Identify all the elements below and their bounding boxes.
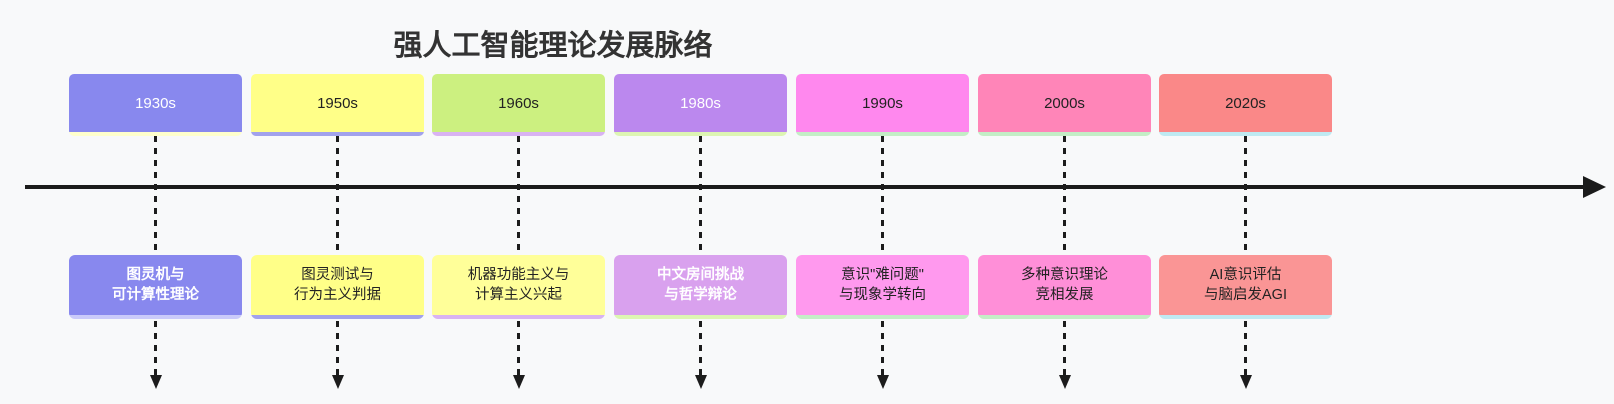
event-box: 多种意识理论 竞相发展: [978, 255, 1151, 319]
event-label: 图灵测试与 行为主义判据: [251, 255, 424, 315]
dashed-connector: [154, 136, 157, 255]
dashed-connector: [154, 321, 157, 376]
timeline-column-2000s: 2000s 多种意识理论 竞相发展: [978, 0, 1151, 404]
period-label: 1930s: [69, 74, 242, 132]
event-box-shadow: [1159, 315, 1332, 319]
period-box: 2020s: [1159, 74, 1332, 136]
period-label: 1950s: [251, 74, 424, 132]
period-box: 1930s: [69, 74, 242, 136]
event-box-shadow: [69, 315, 242, 319]
period-box-shadow: [614, 132, 787, 136]
period-box: 2000s: [978, 74, 1151, 136]
dashed-connector: [1063, 321, 1066, 376]
timeline-column-1980s: 1980s 中文房间挑战 与哲学辩论: [614, 0, 787, 404]
event-box: 中文房间挑战 与哲学辩论: [614, 255, 787, 319]
period-box: 1990s: [796, 74, 969, 136]
down-arrow-icon: [1239, 375, 1252, 389]
timeline-column-1960s: 1960s 机器功能主义与 计算主义兴起: [432, 0, 605, 404]
event-box-shadow: [614, 315, 787, 319]
dashed-connector: [881, 136, 884, 255]
period-box-shadow: [978, 132, 1151, 136]
event-label: 中文房间挑战 与哲学辩论: [614, 255, 787, 315]
dashed-connector: [881, 321, 884, 376]
period-label: 1980s: [614, 74, 787, 132]
timeline-column-2020s: 2020s AI意识评估 与脑启发AGI: [1159, 0, 1332, 404]
period-label: 2000s: [978, 74, 1151, 132]
event-label: 多种意识理论 竞相发展: [978, 255, 1151, 315]
period-box: 1980s: [614, 74, 787, 136]
timeline-axis-arrowhead: [1583, 176, 1606, 198]
dashed-connector: [336, 321, 339, 376]
event-label: 意识"难问题" 与现象学转向: [796, 255, 969, 315]
event-box: 机器功能主义与 计算主义兴起: [432, 255, 605, 319]
dashed-connector: [517, 321, 520, 376]
period-box-shadow: [796, 132, 969, 136]
event-label: 图灵机与 可计算性理论: [69, 255, 242, 315]
period-box-shadow: [432, 132, 605, 136]
dashed-connector: [517, 136, 520, 255]
period-box-shadow: [251, 132, 424, 136]
down-arrow-icon: [331, 375, 344, 389]
down-arrow-icon: [512, 375, 525, 389]
event-box: AI意识评估 与脑启发AGI: [1159, 255, 1332, 319]
event-box-shadow: [978, 315, 1151, 319]
dashed-connector: [699, 136, 702, 255]
timeline-column-1950s: 1950s 图灵测试与 行为主义判据: [251, 0, 424, 404]
period-label: 1990s: [796, 74, 969, 132]
dashed-connector: [1244, 136, 1247, 255]
dashed-connector: [699, 321, 702, 376]
dashed-connector: [1244, 321, 1247, 376]
event-box-shadow: [796, 315, 969, 319]
diagram-title: 强人工智能理论发展脉络: [393, 30, 713, 62]
period-box-shadow: [1159, 132, 1332, 136]
event-box: 图灵机与 可计算性理论: [69, 255, 242, 319]
period-label: 2020s: [1159, 74, 1332, 132]
timeline-axis: [25, 185, 1585, 189]
down-arrow-icon: [1058, 375, 1071, 389]
down-arrow-icon: [694, 375, 707, 389]
event-box-shadow: [251, 315, 424, 319]
down-arrow-icon: [876, 375, 889, 389]
period-box-shadow: [69, 132, 242, 136]
period-box: 1960s: [432, 74, 605, 136]
dashed-connector: [1063, 136, 1066, 255]
event-box: 图灵测试与 行为主义判据: [251, 255, 424, 319]
timeline-column-1990s: 1990s 意识"难问题" 与现象学转向: [796, 0, 969, 404]
event-box-shadow: [432, 315, 605, 319]
event-label: 机器功能主义与 计算主义兴起: [432, 255, 605, 315]
period-label: 1960s: [432, 74, 605, 132]
timeline-column-1930s: 1930s 图灵机与 可计算性理论: [69, 0, 242, 404]
event-box: 意识"难问题" 与现象学转向: [796, 255, 969, 319]
dashed-connector: [336, 136, 339, 255]
period-box: 1950s: [251, 74, 424, 136]
event-label: AI意识评估 与脑启发AGI: [1159, 255, 1332, 315]
down-arrow-icon: [149, 375, 162, 389]
